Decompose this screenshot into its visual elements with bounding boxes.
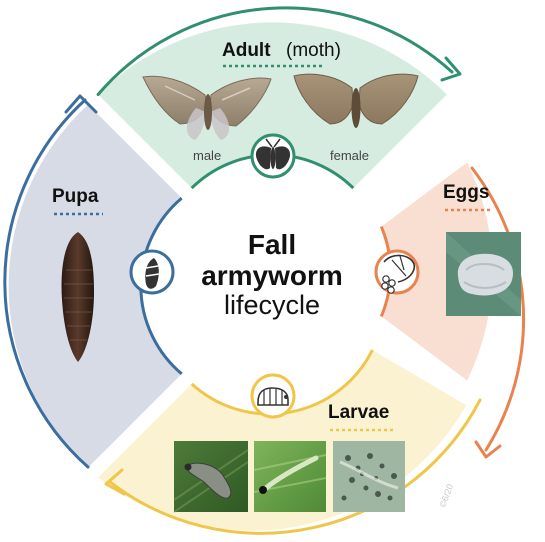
larva-icon — [252, 375, 294, 417]
pupa-icon — [131, 251, 173, 293]
larva-photo-3 — [333, 441, 405, 512]
adult-sublabel: (moth) — [286, 40, 341, 61]
egg-cluster-icon — [376, 251, 418, 293]
eggs-label: Eggs — [443, 182, 489, 203]
watermark: ©6/20 — [437, 483, 455, 509]
larvae-label: Larvae — [328, 402, 389, 423]
center-title-line2: armyworm — [201, 260, 343, 291]
center-title-line3: lifecycle — [224, 290, 320, 320]
adult-label: Adult — [222, 40, 271, 61]
eggs-photo — [446, 232, 521, 316]
center-title-line1: Fall — [248, 229, 296, 260]
larva-photo-1 — [174, 441, 248, 512]
pupa-label: Pupa — [52, 186, 99, 207]
female-label: female — [330, 148, 369, 163]
adult-arrowhead — [442, 58, 460, 80]
moth-icon — [252, 135, 294, 177]
larva-photo-2 — [254, 441, 326, 512]
male-label: male — [193, 148, 221, 163]
